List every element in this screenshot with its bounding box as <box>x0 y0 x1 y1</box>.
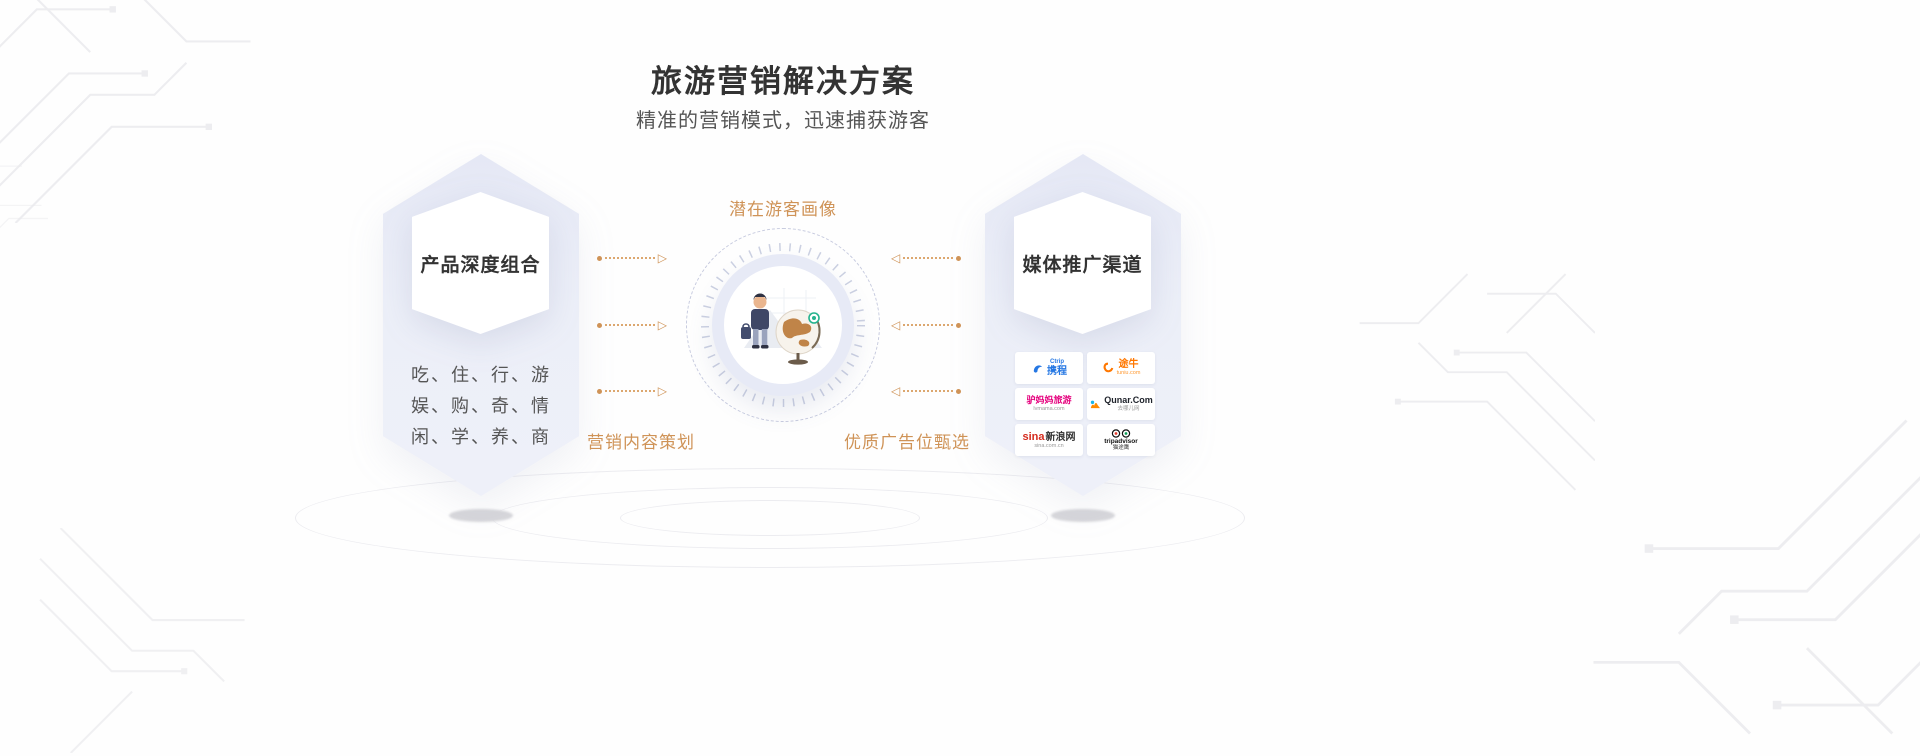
tripadvisor-logo: tripadvisor 猫途鹰 <box>1087 424 1155 456</box>
arrow-right-2: ◁ <box>891 317 961 333</box>
tripadvisor-main-text: tripadvisor <box>1104 437 1138 445</box>
arrow-dotted-line <box>605 257 655 259</box>
qunar-sub-text: 去哪儿网 <box>1117 405 1140 412</box>
arrow-triangle-right-icon: ▷ <box>657 384 667 398</box>
lvmama-main-text: 驴妈妈旅游 <box>1026 395 1072 406</box>
ctrip-logo: Ctrip 携程 <box>1015 352 1083 384</box>
left-card-list: 吃、住、行、游 娱、购、奇、情 闲、学、养、商 <box>383 360 579 453</box>
arrow-triangle-right-icon: ▷ <box>657 318 667 332</box>
ctrip-brand-text: Ctrip <box>1050 359 1064 366</box>
lvmama-sub-text: lvmama.com <box>1033 405 1065 412</box>
left-card-line: 娱、购、奇、情 <box>411 396 551 416</box>
sina-logo: sina 新浪网 sina.com.cn <box>1015 424 1083 456</box>
qunar-camel-icon <box>1091 400 1101 409</box>
arrow-triangle-left-icon: ◁ <box>891 384 901 398</box>
arrow-right-3: ◁ <box>891 383 961 399</box>
left-card-shadow <box>449 509 513 522</box>
arrow-dot <box>597 255 602 261</box>
arrow-left-1: ▷ <box>597 250 667 266</box>
arrow-triangle-right-icon: ▷ <box>657 251 667 265</box>
arrow-triangle-left-icon: ◁ <box>891 318 901 332</box>
arrow-triangle-left-icon: ◁ <box>891 251 901 265</box>
ground-ellipse-inner <box>620 500 920 536</box>
circuit-pattern-right <box>1359 273 1595 491</box>
tuniu-main-text: 途牛 <box>1118 359 1139 371</box>
left-hexagon-title-badge: 产品深度组合 <box>412 192 549 334</box>
orb-tick-ring <box>701 243 865 407</box>
ctrip-main-text: 携程 <box>1047 365 1067 377</box>
arrow-left-3: ▷ <box>597 383 667 399</box>
arrow-left-2: ▷ <box>597 317 667 333</box>
arrow-dotted-line <box>605 390 655 392</box>
left-card-line: 吃、住、行、游 <box>411 365 551 385</box>
circuit-pattern-bottom-right <box>1593 419 1920 735</box>
orb-dashed-ring <box>686 228 880 422</box>
right-card-title: 媒体推广渠道 <box>1022 254 1143 276</box>
arrow-right-1: ◁ <box>891 250 961 266</box>
sina-brand-text: sina <box>1022 430 1045 443</box>
tripadvisor-owl-icon <box>1111 429 1131 438</box>
arrow-dot <box>956 388 961 394</box>
tuniu-sub-text: tuniu.com <box>1116 370 1141 377</box>
arrow-dotted-line <box>903 324 953 326</box>
page-subtitle: 精准的营销模式，迅速捕获游客 <box>636 110 930 132</box>
bottom-right-label: 优质广告位甄选 <box>844 433 970 452</box>
circuit-pattern-left <box>0 165 49 229</box>
traveler-globe-illustration <box>741 288 822 365</box>
bottom-left-label: 营销内容策划 <box>587 433 695 452</box>
arrow-dot <box>597 388 602 394</box>
arrow-dot <box>597 322 602 328</box>
arrow-dotted-line <box>605 324 655 326</box>
media-logo-grid: Ctrip 携程 途牛 tuniu.com 驴妈妈旅游 lvmama.com Q… <box>1015 352 1155 456</box>
ground-ellipse-outer <box>295 468 1245 568</box>
arrow-dot <box>956 255 961 261</box>
qunar-logo: Qunar.Com 去哪儿网 <box>1087 388 1155 420</box>
sina-main-text: 新浪网 <box>1045 431 1076 443</box>
arrow-dotted-line <box>903 390 953 392</box>
tuniu-logo: 途牛 tuniu.com <box>1087 352 1155 384</box>
page-title: 旅游营销解决方案 <box>651 64 915 99</box>
qunar-main-text: Qunar.Com <box>1104 395 1153 406</box>
right-hexagon-title-badge: 媒体推广渠道 <box>1014 192 1151 334</box>
arrow-dot <box>956 322 961 328</box>
right-card-shadow <box>1051 509 1115 522</box>
tourist-portrait-orb <box>686 228 880 422</box>
left-card-line: 闲、学、养、商 <box>411 427 551 447</box>
circuit-pattern-bottom-left <box>39 528 245 753</box>
tripadvisor-sub-text: 猫途鹰 <box>1112 445 1130 452</box>
arrow-dotted-line <box>903 257 953 259</box>
tuniu-icon <box>1103 362 1113 373</box>
lvmama-logo: 驴妈妈旅游 lvmama.com <box>1015 388 1083 420</box>
sina-sub-text: sina.com.cn <box>1034 443 1064 450</box>
left-card-title: 产品深度组合 <box>420 254 541 276</box>
ctrip-dolphin-icon <box>1033 364 1043 373</box>
top-label: 潜在游客画像 <box>729 200 837 219</box>
